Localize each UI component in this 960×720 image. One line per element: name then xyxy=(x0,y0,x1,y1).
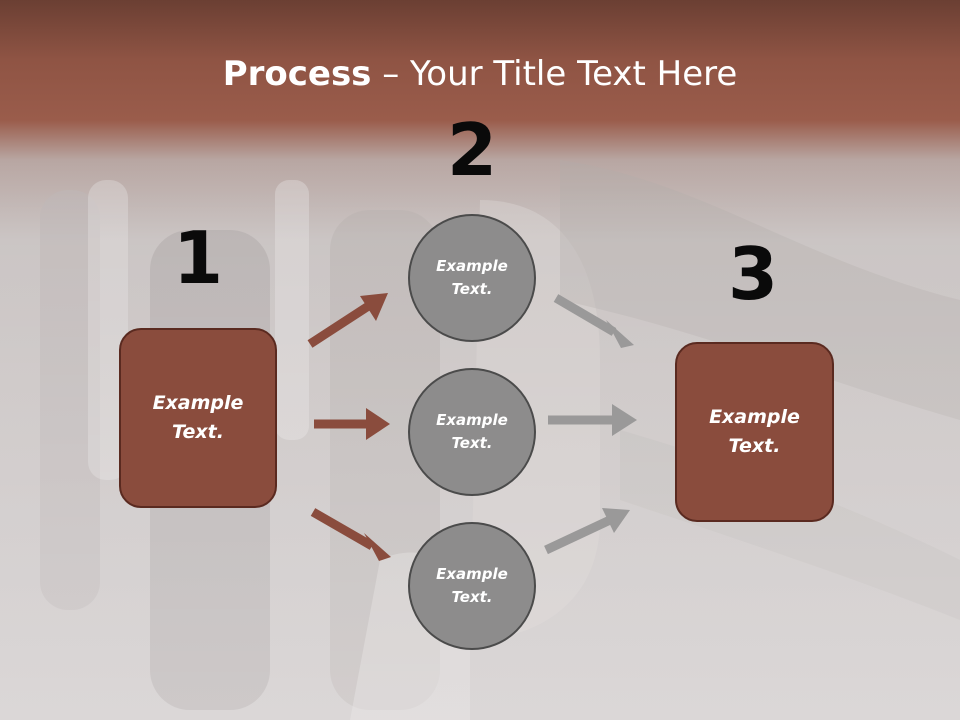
arrow-right-icon xyxy=(548,404,637,436)
arrow-right-icon xyxy=(314,408,390,440)
title-bold: Process xyxy=(222,54,372,94)
circle-3: Example Text. xyxy=(408,522,536,650)
circle-3-text: Example Text. xyxy=(436,565,508,606)
arrow-right-down-icon xyxy=(553,294,634,348)
arrow-right-up-icon xyxy=(307,293,388,348)
slide-title: Process – Your Title Text Here xyxy=(0,52,960,96)
step-number-1: 1 xyxy=(172,216,224,300)
circle-1-text: Example Text. xyxy=(436,257,508,298)
circle-2: Example Text. xyxy=(408,368,536,496)
step-number-2: 2 xyxy=(446,108,498,192)
circle-2-text: Example Text. xyxy=(436,411,508,452)
step-1-box: Example Text. xyxy=(119,328,277,508)
step-1-text: Example Text. xyxy=(152,392,244,443)
circle-1: Example Text. xyxy=(408,214,536,342)
step-3-box: Example Text. xyxy=(675,342,834,522)
step-3-text: Example Text. xyxy=(709,406,800,457)
arrow-right-up-icon xyxy=(544,508,630,555)
title-rest: – Your Title Text Here xyxy=(371,54,738,94)
step-number-3: 3 xyxy=(727,232,779,316)
arrow-right-down-icon xyxy=(310,508,391,561)
